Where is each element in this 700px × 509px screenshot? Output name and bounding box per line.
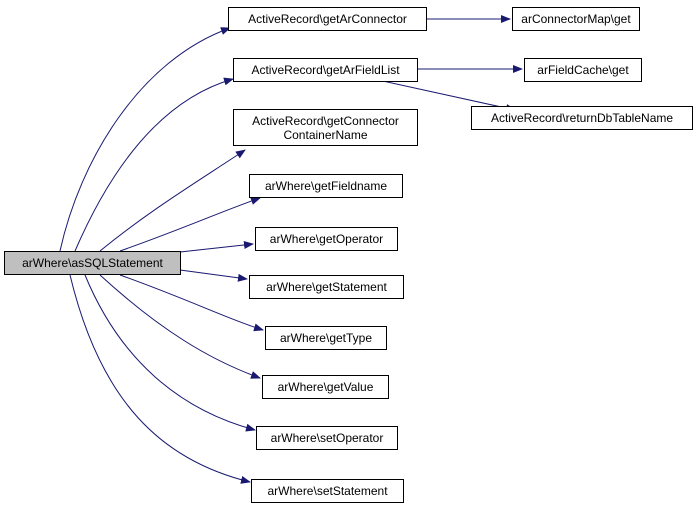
edge-getArFieldList-returnDbTableName <box>377 79 516 112</box>
edge-root-getArFieldList <box>74 77 234 252</box>
node-label: ActiveRecord\getArFieldList <box>251 63 400 77</box>
edge-root-getOperator <box>179 241 254 253</box>
node-label-line-1: ActiveRecord\getConnector <box>252 113 399 128</box>
edge-root-getArConnector <box>59 27 231 252</box>
node-label: arWhere\getOperator <box>269 232 384 246</box>
edge-root-getFieldname <box>119 197 261 252</box>
node-label-line-2: ContainerName <box>283 127 368 142</box>
node-arwhere-getfieldname[interactable]: arWhere\getFieldname <box>249 174 403 198</box>
node-label: arWhere\asSQLStatement <box>22 256 163 270</box>
node-activerecord-returndbtablename[interactable]: ActiveRecord\returnDbTableName <box>471 106 693 130</box>
node-arwhere-gettype[interactable]: arWhere\getType <box>265 326 387 350</box>
node-arconnectormap-get[interactable]: arConnectorMap\get <box>512 7 640 31</box>
node-label: arWhere\setOperator <box>270 431 384 445</box>
node-label: arWhere\setStatement <box>267 484 388 498</box>
node-label: arWhere\getType <box>279 331 373 345</box>
node-arwhere-getstatement[interactable]: arWhere\getStatement <box>249 275 404 299</box>
node-label: arConnectorMap\get <box>521 12 631 26</box>
edge-root-getStatement <box>179 269 248 282</box>
edge-root-setStatement <box>69 274 251 484</box>
node-label: arFieldCache\get <box>537 63 629 77</box>
node-label: arWhere\getValue <box>277 380 374 394</box>
node-activerecord-getconnectorcontainername[interactable]: ActiveRecord\getConnector ContainerName <box>233 109 418 146</box>
node-arwhere-getvalue[interactable]: arWhere\getValue <box>262 375 389 399</box>
node-label: ActiveRecord\getArConnector <box>248 12 407 26</box>
node-arwhere-getoperator[interactable]: arWhere\getOperator <box>255 227 398 251</box>
node-arwhere-setoperator[interactable]: arWhere\setOperator <box>256 426 398 450</box>
node-label: arWhere\getFieldname <box>264 179 388 193</box>
node-arwhere-setstatement[interactable]: arWhere\setStatement <box>251 479 404 503</box>
node-activerecord-getarfieldlist[interactable]: ActiveRecord\getArFieldList <box>233 58 418 82</box>
edge-root-getValue <box>99 274 261 379</box>
node-arfieldcache-get[interactable]: arFieldCache\get <box>524 58 642 82</box>
node-activerecord-getarconnector[interactable]: ActiveRecord\getArConnector <box>228 7 427 31</box>
node-label: arWhere\getStatement <box>266 280 387 294</box>
edge-root-setOperator <box>84 274 256 432</box>
edge-root-getConnectorContainerName <box>99 149 246 252</box>
edge-root-getType <box>119 274 264 332</box>
node-label: ActiveRecord\returnDbTableName <box>490 111 674 125</box>
node-arwhere-assqlstatement: arWhere\asSQLStatement <box>4 251 181 275</box>
